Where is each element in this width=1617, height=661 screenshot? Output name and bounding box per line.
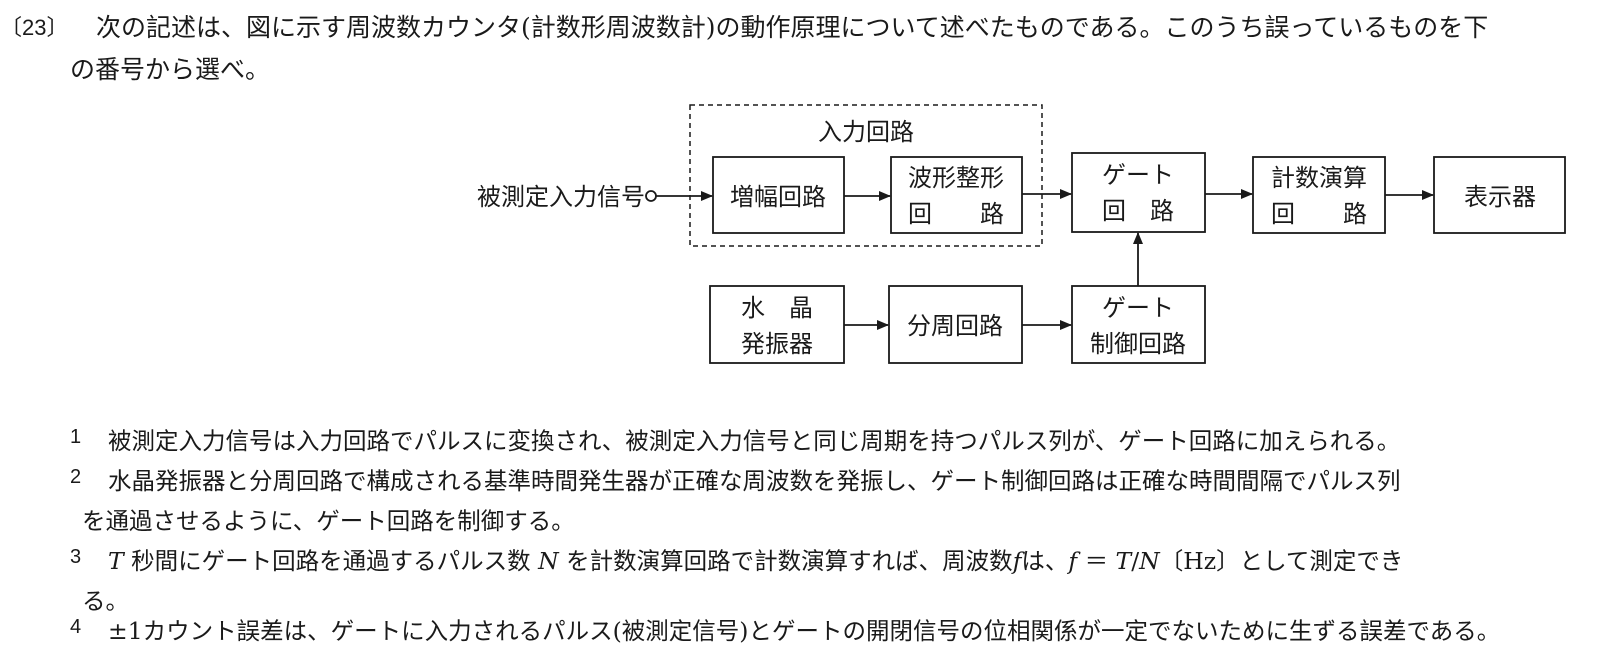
block-gate-label-2: 回 路 bbox=[1102, 197, 1174, 225]
option-3-number: 3 bbox=[70, 546, 82, 568]
block-divider-label: 分周回路 bbox=[907, 312, 1003, 340]
input-circuit-group bbox=[689, 104, 1043, 247]
block-diagram: 入力回路 被測定入力信号 増幅回路 波形整形 回 路 ゲート 回 路 計数演算 … bbox=[477, 104, 1566, 364]
option-2-number: 2 bbox=[70, 466, 82, 488]
option-3-seg: / bbox=[1131, 547, 1140, 575]
option-1-number: 1 bbox=[70, 426, 82, 448]
input-terminal bbox=[645, 190, 657, 202]
block-amplifier-label: 増幅回路 bbox=[730, 183, 826, 211]
block-waveform-shaper-label-2: 回 路 bbox=[908, 200, 1004, 228]
block-waveform-shaper bbox=[890, 156, 1023, 234]
option-3-seg: 秒間にゲート回路を通過するパルス数 bbox=[123, 547, 539, 575]
var-T: T bbox=[1115, 547, 1132, 575]
option-3-text-line-2: る。 bbox=[82, 587, 129, 615]
block-display-label: 表示器 bbox=[1464, 183, 1536, 211]
block-crystal-osc-label-2: 発振器 bbox=[741, 330, 813, 358]
option-2-text-line-2: を通過させるように、ゲート回路を制御する。 bbox=[82, 507, 575, 535]
option-4-number: 4 bbox=[70, 616, 82, 638]
var-T: T bbox=[108, 547, 124, 575]
var-f: f bbox=[1068, 547, 1078, 575]
block-gate-control-label-1: ゲート bbox=[1102, 294, 1174, 322]
block-display bbox=[1433, 156, 1566, 234]
block-crystal-osc-label-1: 水 晶 bbox=[741, 294, 813, 322]
block-amplifier bbox=[712, 156, 845, 234]
var-N: N bbox=[1139, 547, 1160, 575]
block-counter-arith-label-2: 回 路 bbox=[1271, 200, 1367, 228]
question-text-line-1: 次の記述は、図に示す周波数カウンタ(計数形周波数計)の動作原理について述べたもの… bbox=[96, 13, 1489, 42]
option-3-text-line-1: T 秒間にゲート回路を通過するパルス数 N を計数演算回路で計数演算すれば、周波… bbox=[108, 542, 1403, 576]
option-3-seg: 〔Hz〕として測定でき bbox=[1159, 547, 1404, 575]
option-4-text: ±1カウント誤差は、ゲートに入力されるパルス(被測定信号)とゲートの開閉信号の位… bbox=[108, 617, 1501, 645]
block-gate-control-label-2: 制御回路 bbox=[1090, 330, 1186, 358]
question-number: 〔23〕 bbox=[0, 15, 69, 40]
block-waveform-shaper-label-1: 波形整形 bbox=[908, 164, 1004, 192]
option-3-seg: は、 bbox=[1021, 547, 1069, 575]
option-2-text-line-1: 水晶発振器と分周回路で構成される基準時間発生器が正確な周波数を発振し、ゲート制御… bbox=[108, 467, 1401, 495]
option-3-seg: ＝ bbox=[1077, 547, 1116, 575]
var-N: N bbox=[538, 547, 559, 575]
var-f: f bbox=[1012, 547, 1022, 575]
option-3-seg: を計数演算回路で計数演算すれば、周波数 bbox=[558, 547, 1013, 575]
block-counter-arith-label-1: 計数演算 bbox=[1271, 164, 1367, 192]
question-text-line-2: の番号から選べ。 bbox=[70, 55, 271, 84]
block-gate-label-1: ゲート bbox=[1102, 161, 1174, 189]
option-1-text: 被測定入力信号は入力回路でパルスに変換され、被測定入力信号と同じ周期を持つパルス… bbox=[108, 427, 1401, 455]
input-circuit-label: 入力回路 bbox=[818, 118, 914, 146]
input-signal-label: 被測定入力信号 bbox=[477, 183, 645, 211]
